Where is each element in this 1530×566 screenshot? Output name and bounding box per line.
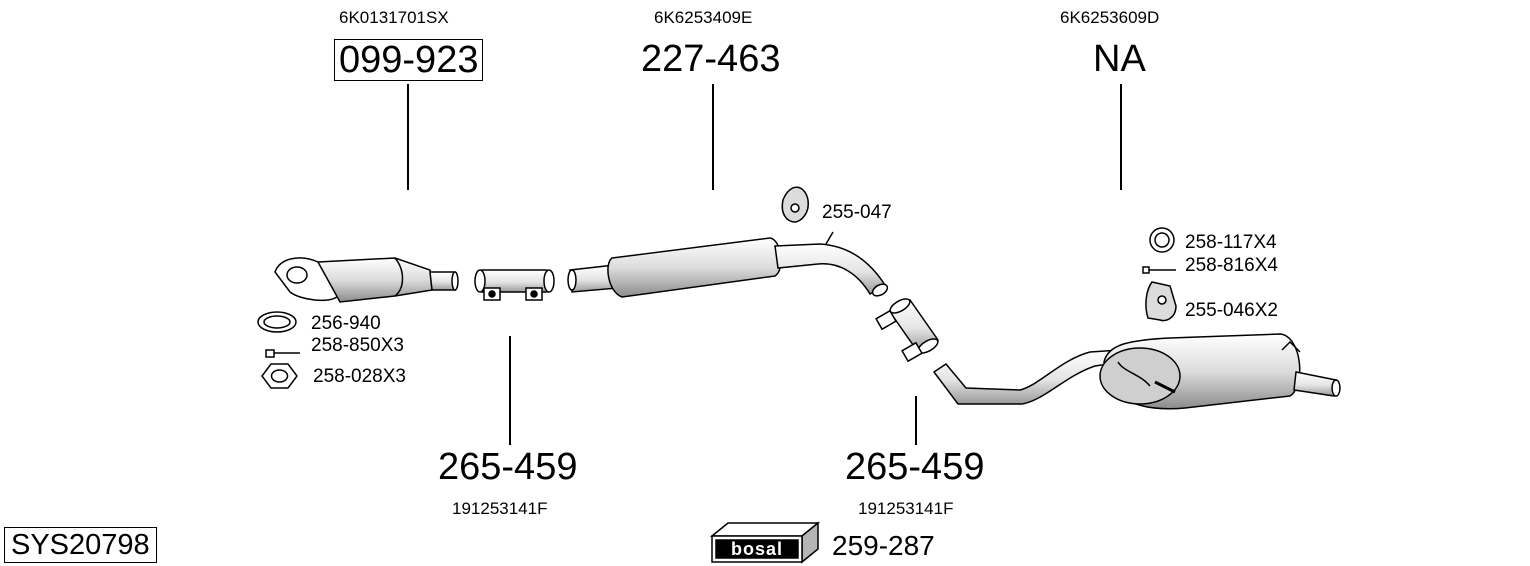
accessory-nut[interactable]: 258-028X3 (313, 366, 406, 387)
front-accessories-drawing (257, 311, 300, 389)
accessory-rubber-mount-center[interactable]: 255-047 (822, 202, 892, 223)
oem-center-silencer: 6K6253409E (654, 8, 753, 27)
rubber-mount-center-drawing (781, 186, 809, 223)
part-number-catalytic-converter[interactable]: 099-923 (334, 39, 484, 81)
part-number-rear-silencer[interactable]: NA (1093, 38, 1146, 80)
nut-icon (261, 363, 298, 389)
rubber-mount-rear-icon (1145, 281, 1177, 322)
bolt-front-icon (265, 349, 300, 358)
part-number-middle-clamp[interactable]: 265-459 (845, 446, 985, 488)
ring-rear-icon (1149, 227, 1175, 253)
part-number-center-silencer[interactable]: 227-463 (641, 38, 781, 80)
leader-lines (407, 84, 1122, 445)
accessory-bolt-rear[interactable]: 258-816X4 (1185, 255, 1278, 276)
oem-rear-silencer: 6K6253609D (1060, 8, 1160, 27)
oem-front-clamp: 191253141F (452, 499, 548, 518)
bosal-logo: bosal (709, 521, 821, 564)
accessory-bolt-front[interactable]: 258-850X3 (311, 335, 404, 356)
center-silencer-drawing (567, 231, 889, 298)
rear-accessories-drawing (1142, 227, 1177, 322)
oem-catalytic-converter: 6K0131701SX (339, 8, 449, 27)
bosal-logo-text: bosal (731, 539, 783, 559)
bolt-rear-icon (1142, 266, 1176, 274)
accessory-rubber-mount-rear[interactable]: 255-046X2 (1185, 300, 1278, 321)
part-number-mounting-kit[interactable]: 259-287 (832, 530, 935, 561)
oem-middle-clamp: 191253141F (858, 499, 954, 518)
catalytic-converter-drawing (274, 257, 459, 303)
middle-clamp-drawing (875, 298, 940, 363)
rear-silencer-drawing (932, 333, 1341, 410)
accessory-gasket[interactable]: 256-940 (311, 313, 381, 334)
front-clamp-drawing (474, 269, 555, 301)
system-code-label: SYS20798 (4, 527, 157, 563)
part-number-front-clamp[interactable]: 265-459 (438, 446, 578, 488)
accessory-ring-rear[interactable]: 258-117X4 (1185, 232, 1277, 253)
